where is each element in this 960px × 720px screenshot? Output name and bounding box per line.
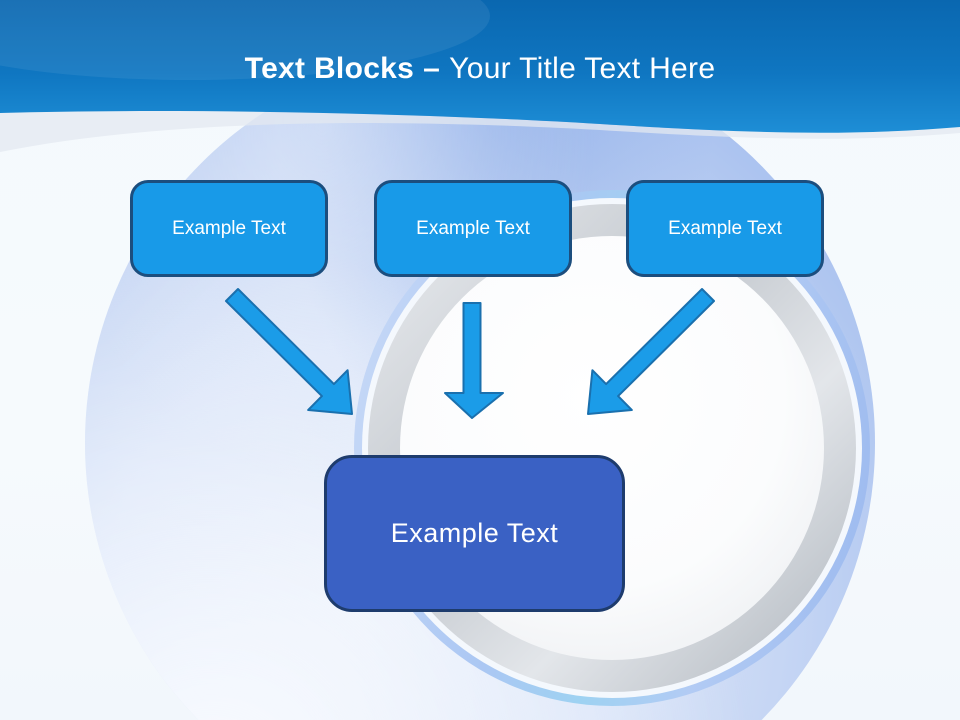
center-text-block-label: Example Text	[390, 518, 559, 548]
title-separator: –	[423, 52, 441, 85]
text-block-3[interactable]: Example Text	[626, 180, 824, 277]
title-bold-text: Text Blocks	[244, 52, 415, 85]
title-regular-text: Your Title Text Here	[449, 52, 716, 85]
text-block-1[interactable]: Example Text	[130, 180, 328, 277]
center-text-block[interactable]: Example Text	[324, 455, 625, 612]
text-block-1-label: Example Text	[172, 217, 286, 239]
text-block-2-label: Example Text	[416, 217, 530, 239]
header-wave-shadow	[0, 111, 960, 152]
header-wave-band	[0, 0, 960, 133]
arrow-down-left-icon[interactable]	[587, 288, 715, 415]
text-block-2[interactable]: Example Text	[374, 180, 572, 277]
header-sheen	[0, 0, 490, 80]
text-block-3-label: Example Text	[668, 217, 782, 239]
header-wave	[0, 0, 960, 152]
arrow-down-right-icon[interactable]	[225, 288, 353, 415]
page-title[interactable]: Text Blocks–Your Title Text Here	[0, 52, 960, 86]
arrow-down-icon[interactable]	[444, 302, 504, 419]
